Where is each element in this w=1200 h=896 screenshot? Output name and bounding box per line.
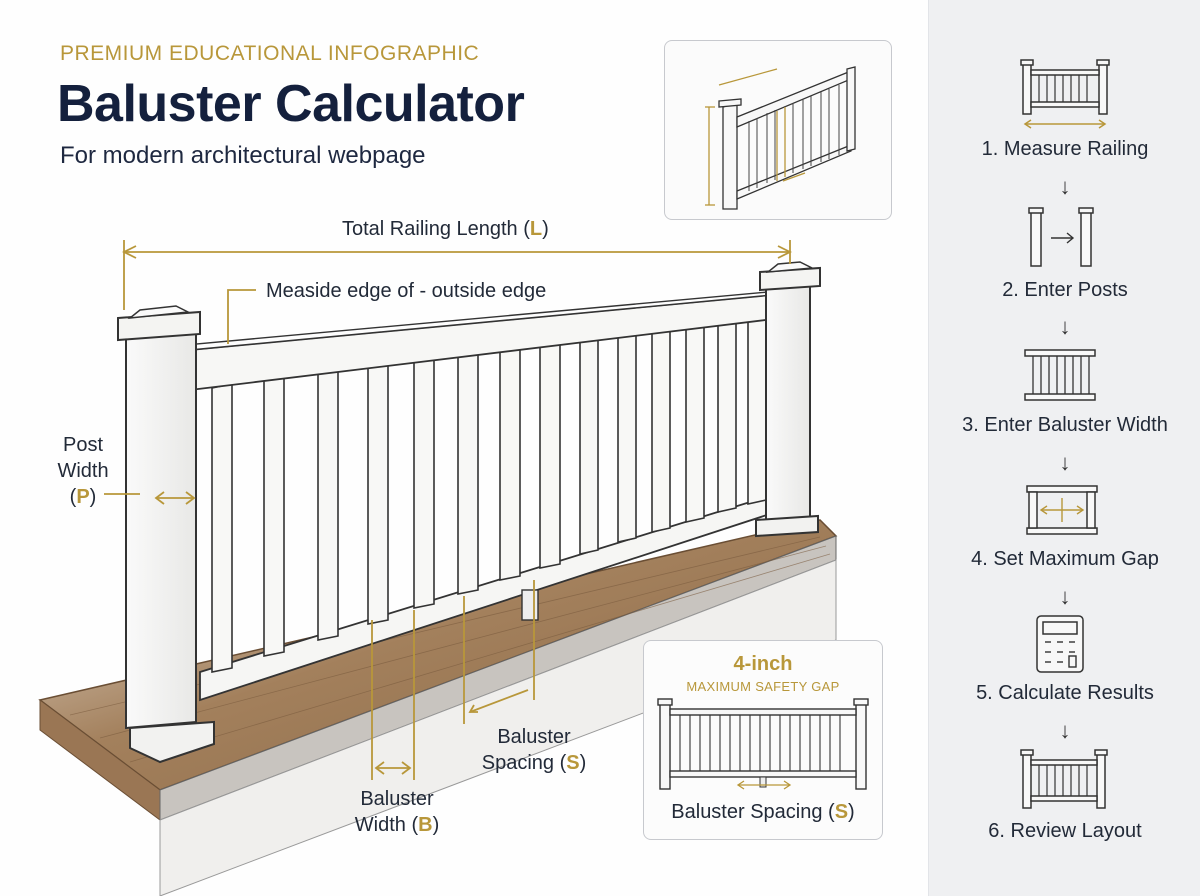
step-arrow-icon: ↓ — [1059, 174, 1071, 199]
step-5-label: 5. Calculate Results — [976, 682, 1154, 704]
baluster-spacing-label: Baluster Spacing (S) — [481, 726, 587, 774]
step-1-label: 1. Measure Railing — [981, 138, 1149, 160]
page-title: Baluster Calculator — [57, 75, 525, 133]
safety-gap-headline: 4-inch — [733, 653, 793, 675]
step-arrow-icon: ↓ — [1059, 314, 1071, 339]
steps-sidebar: 1. Measure Railing ↓ 2. Enter Posts ↓ 3.… — [928, 0, 1200, 896]
gap-icon — [1026, 485, 1098, 535]
safety-gap-railing-icon — [657, 698, 869, 790]
step-2-label: 2. Enter Posts — [1002, 279, 1128, 301]
layout-icon — [1020, 749, 1108, 809]
page-subtitle: For modern architectural webpage — [60, 142, 426, 169]
measurement-thumbnail — [664, 40, 892, 220]
safety-gap-label: Baluster Spacing (S) — [671, 801, 855, 823]
left-post — [117, 305, 215, 764]
eyebrow: PREMIUM EDUCATIONAL INFOGRAPHIC — [60, 42, 480, 65]
railing-measure-icon — [1020, 59, 1110, 129]
step-arrow-icon: ↓ — [1059, 718, 1071, 743]
support-block — [521, 589, 539, 621]
safety-gap-subline: MAXIMUM SAFETY GAP — [686, 679, 840, 694]
edge-note-label: Measide edge of - outside edge — [266, 280, 547, 302]
step-arrow-icon: ↓ — [1059, 450, 1071, 475]
railing-illustration — [38, 240, 838, 896]
dimension-lines — [104, 240, 793, 780]
total-length-label: Total Railing Length (L) — [342, 218, 549, 240]
step-3-label: 3. Enter Baluster Width — [962, 414, 1168, 436]
posts-icon — [1028, 207, 1094, 267]
main-area: PREMIUM EDUCATIONAL INFOGRAPHIC Baluster… — [38, 40, 892, 896]
post-width-label: Post Width (P) — [57, 434, 109, 508]
step-4-label: 4. Set Maximum Gap — [971, 548, 1159, 570]
right-post — [755, 261, 821, 538]
calculator-icon — [1036, 615, 1084, 673]
baluster-width-label: Baluster Width (B) — [354, 788, 440, 836]
step-arrow-icon: ↓ — [1059, 584, 1071, 609]
thumbnail-railing-icon — [705, 66, 856, 210]
step-6-label: 6. Review Layout — [988, 820, 1142, 842]
balusters-icon — [1024, 349, 1096, 401]
safety-gap-card: 4-inch MAXIMUM SAFETY GAP — [643, 640, 883, 840]
balusters — [211, 313, 767, 673]
